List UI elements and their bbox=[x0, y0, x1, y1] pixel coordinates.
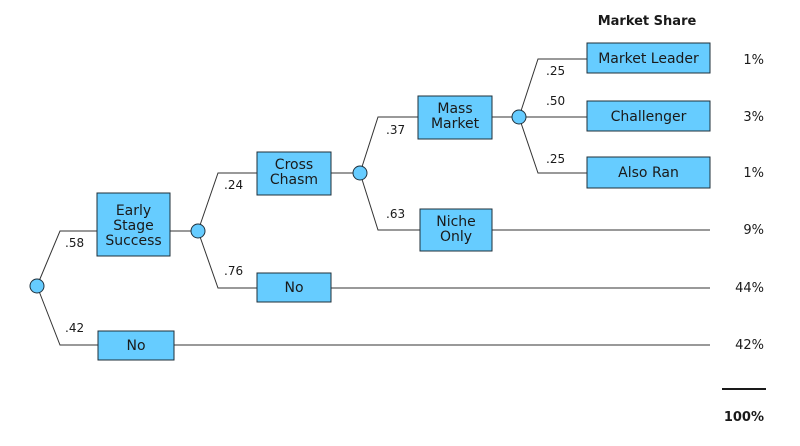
node-no-chasm-label: No bbox=[284, 280, 303, 296]
share-also-ran: 1% bbox=[743, 166, 764, 181]
node-no-early bbox=[97, 330, 175, 361]
prob-no-early: .42 bbox=[65, 321, 84, 335]
node-no-chasm bbox=[256, 272, 332, 303]
branch-no-early bbox=[36, 285, 98, 346]
chance-node-root bbox=[29, 278, 45, 294]
branch-also-ran bbox=[518, 116, 587, 174]
prob-no-chasm: .76 bbox=[224, 264, 243, 278]
node-also-ran-label: Also Ran bbox=[618, 165, 679, 181]
prob-niche-only: .63 bbox=[386, 207, 405, 221]
share-market-leader: 1% bbox=[743, 53, 764, 68]
node-mass-market-label-line: Mass bbox=[437, 101, 472, 117]
node-early-stage-success-label-line: Early bbox=[116, 203, 151, 219]
prob-challenger: .50 bbox=[546, 94, 565, 108]
node-market-leader bbox=[586, 42, 711, 74]
prob-mass-market: .37 bbox=[386, 123, 405, 137]
share-no-early: 42% bbox=[735, 338, 764, 353]
node-early-stage-success-label-line: Success bbox=[105, 233, 161, 249]
node-niche-only-label-line: Niche bbox=[436, 214, 476, 230]
prob-market-leader: .25 bbox=[546, 64, 565, 78]
share-challenger: 3% bbox=[743, 110, 764, 125]
prob-also-ran: .25 bbox=[546, 152, 565, 166]
prob-early-stage-success: .58 bbox=[65, 236, 84, 250]
share-niche-only: 9% bbox=[743, 223, 764, 238]
node-also-ran bbox=[586, 156, 711, 189]
node-early-stage-success bbox=[96, 192, 171, 257]
market-share-header: Market Share bbox=[598, 14, 697, 29]
chance-node-early bbox=[190, 223, 206, 239]
node-cross-chasm-label-line: Cross bbox=[275, 157, 313, 173]
chance-node-chasm bbox=[352, 165, 368, 181]
prob-cross-chasm: .24 bbox=[224, 178, 243, 192]
node-niche-only bbox=[419, 208, 493, 252]
node-market-leader-label: Market Leader bbox=[598, 51, 699, 67]
node-mass-market-label-line: Market bbox=[431, 116, 480, 132]
node-mass-market bbox=[417, 95, 493, 140]
total-share: 100% bbox=[724, 410, 764, 425]
node-early-stage-success-label-line: Stage bbox=[113, 218, 153, 234]
branch-mass-market bbox=[359, 116, 418, 174]
branch-early-stage-success bbox=[36, 230, 97, 287]
node-challenger bbox=[586, 100, 711, 132]
chance-node-mass bbox=[511, 109, 527, 125]
node-cross-chasm-label-line: Chasm bbox=[270, 172, 318, 188]
node-no-early-label: No bbox=[126, 338, 145, 354]
branch-no-chasm bbox=[197, 230, 257, 289]
node-niche-only-label-line: Only bbox=[440, 229, 472, 245]
branch-market-leader bbox=[518, 58, 587, 118]
node-cross-chasm bbox=[256, 151, 332, 196]
branch-cross-chasm bbox=[197, 172, 257, 232]
share-no-chasm: 44% bbox=[735, 281, 764, 296]
node-challenger-label: Challenger bbox=[611, 109, 687, 125]
branch-niche-only bbox=[359, 172, 420, 231]
